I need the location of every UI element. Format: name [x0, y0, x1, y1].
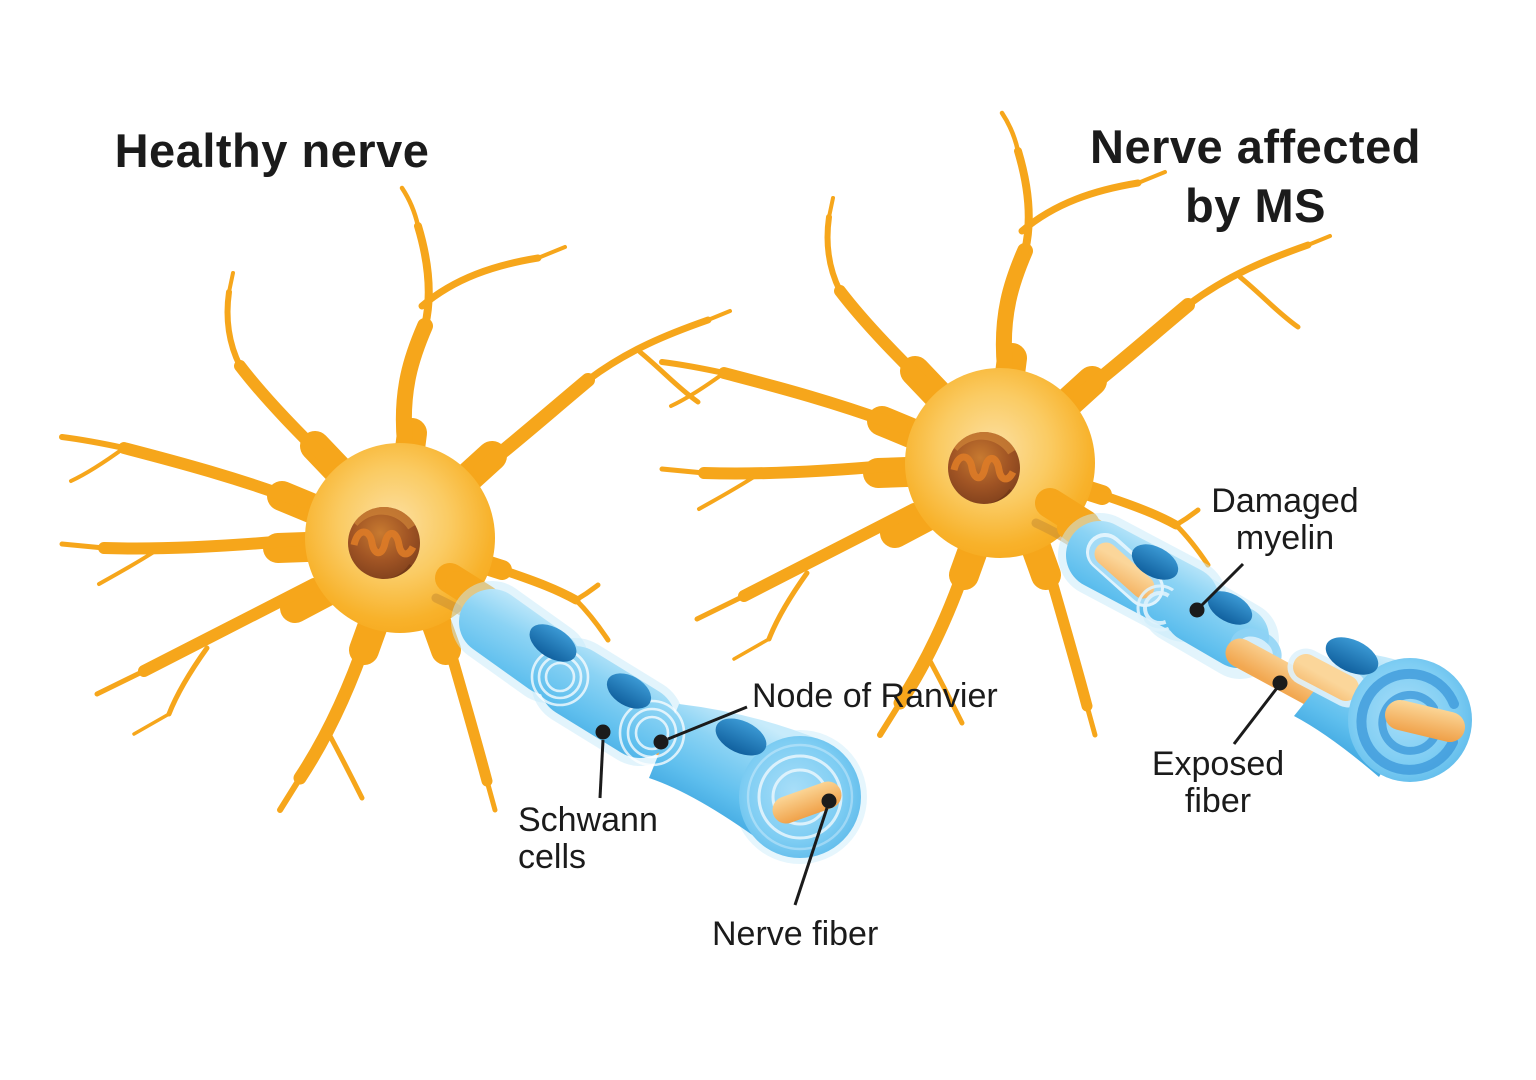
exposed-nerve-fiber — [1225, 638, 1327, 707]
label-line2: myelin — [1235, 518, 1335, 557]
ms-axon-damaged-myelin — [1057, 513, 1472, 782]
healthy-axon-myelin-sheath — [451, 581, 867, 864]
label-line2: cells — [518, 837, 587, 876]
label-line1: Schwann — [518, 801, 658, 839]
node-of-ranvier-pointer — [653, 705, 748, 750]
title-line1: Nerve affected — [1090, 120, 1421, 173]
label-line2: fiber — [1184, 781, 1252, 820]
label-node-of-ranvier: Node of Ranvier — [752, 677, 998, 715]
exposed-fiber-patch — [1094, 542, 1155, 599]
label-line1: Exposed — [1151, 745, 1285, 783]
title-line2: by MS — [1185, 178, 1326, 232]
title-healthy-nerve: Healthy nerve — [114, 124, 430, 177]
schwann-cell-nucleus — [1131, 544, 1379, 675]
label-exposed-fiber: Exposed fiber — [1138, 746, 1298, 819]
schwann-cell-segment — [459, 589, 581, 695]
label-line1: Damaged — [1211, 482, 1359, 520]
damaged-myelin-pointer — [1189, 562, 1245, 618]
exposed-fiber-pointer — [1232, 675, 1288, 745]
label-schwann-cells: Schwann cells — [518, 802, 658, 875]
title-nerve-affected-by-ms: Nerve affected by MS — [1058, 118, 1453, 236]
schwann-cell-nucleus — [529, 624, 767, 756]
nerve-fiber-core — [1385, 700, 1465, 742]
nerve-fiber-core — [772, 781, 842, 824]
label-damaged-myelin: Damaged myelin — [1175, 483, 1395, 556]
nerve-fiber-pointer — [793, 793, 837, 906]
damaged-myelin-segment — [1164, 581, 1269, 668]
schwann-cells-pointer — [595, 724, 611, 799]
label-nerve-fiber: Nerve fiber — [712, 915, 879, 953]
